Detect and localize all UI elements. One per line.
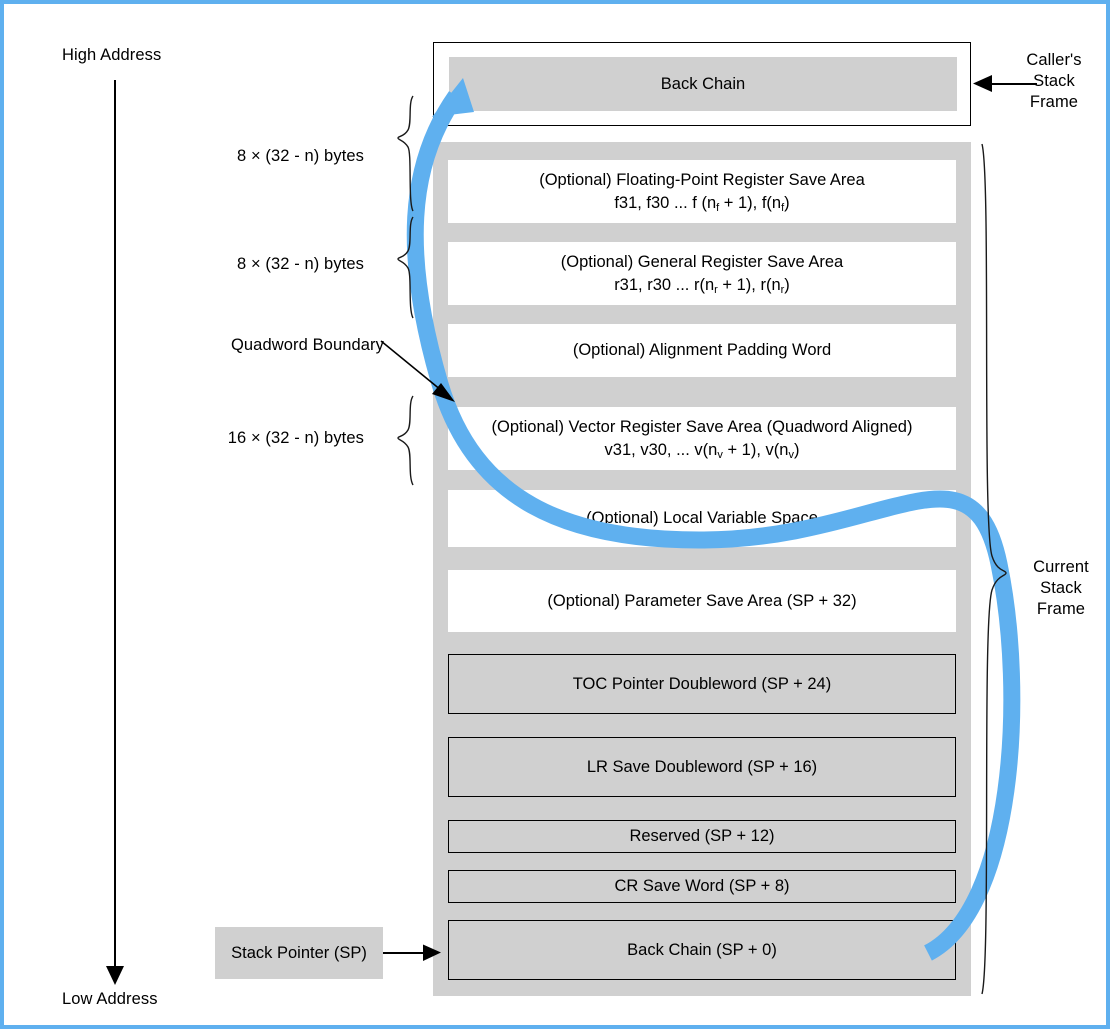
- quadword-boundary-label: Quadword Boundary: [230, 336, 384, 354]
- current-back-chain-line1: Back Chain (SP + 0): [627, 940, 777, 959]
- gpr-save-area-slot: (Optional) General Register Save Area r3…: [448, 242, 956, 305]
- parameter-save-area-line1: (Optional) Parameter Save Area (SP + 32): [547, 591, 857, 610]
- current-stack-frame-box: (Optional) Floating-Point Register Save …: [433, 142, 971, 996]
- vector-register-save-area-slot: (Optional) Vector Register Save Area (Qu…: [448, 407, 956, 470]
- address-axis-arrowhead: [106, 966, 124, 985]
- current-stack-frame-brace: [981, 143, 1007, 995]
- cr-save-word-line1: CR Save Word (SP + 8): [614, 877, 790, 895]
- cr-save-word-slot: CR Save Word (SP + 8): [448, 870, 956, 903]
- fpr-size-brace: [397, 95, 414, 212]
- high-address-label: High Address: [62, 46, 162, 64]
- vr-size-label: 16 × (32 - n) bytes: [227, 429, 364, 447]
- fpr-save-area-slot: (Optional) Floating-Point Register Save …: [448, 160, 956, 223]
- address-axis-line: [114, 80, 116, 972]
- gpr-save-area-line1: (Optional) General Register Save Area: [560, 252, 844, 271]
- fpr-size-label: 8 × (32 - n) bytes: [237, 147, 364, 165]
- reserved-word-line1: Reserved (SP + 12): [629, 827, 775, 845]
- caller-stack-frame-box: Back Chain: [433, 42, 971, 126]
- toc-pointer-doubleword-slot: TOC Pointer Doubleword (SP + 24): [448, 654, 956, 714]
- gpr-save-area-line2: r31, r30 ... r(nr + 1), r(nr): [614, 275, 790, 296]
- current-back-chain-slot: Back Chain (SP + 0): [448, 920, 956, 980]
- stack-pointer-box: Stack Pointer (SP): [215, 927, 383, 979]
- vector-register-save-area-line1: (Optional) Vector Register Save Area (Qu…: [491, 417, 913, 436]
- local-variable-space-line1: (Optional) Local Variable Space: [586, 509, 818, 527]
- low-address-label: Low Address: [62, 990, 158, 1008]
- vr-size-brace: [397, 395, 414, 486]
- gpr-size-label: 8 × (32 - n) bytes: [237, 255, 364, 273]
- alignment-padding-word-slot: (Optional) Alignment Padding Word: [448, 324, 956, 377]
- vector-register-save-area-line2: v31, v30, ... v(nv + 1), v(nv): [604, 440, 800, 461]
- gpr-size-brace: [397, 216, 414, 319]
- caller-back-chain-label: Back Chain: [660, 74, 746, 93]
- lr-save-doubleword-slot: LR Save Doubleword (SP + 16): [448, 737, 956, 797]
- caller-frame-pointer-line: [989, 83, 1037, 85]
- alignment-padding-word-line1: (Optional) Alignment Padding Word: [572, 341, 832, 359]
- lr-save-doubleword-line1: LR Save Doubleword (SP + 16): [586, 757, 818, 776]
- stack-pointer-label: Stack Pointer (SP): [231, 943, 367, 962]
- reserved-word-slot: Reserved (SP + 12): [448, 820, 956, 853]
- parameter-save-area-slot: (Optional) Parameter Save Area (SP + 32): [448, 570, 956, 632]
- fpr-save-area-line1: (Optional) Floating-Point Register Save …: [539, 170, 865, 189]
- caller-frame-arrowhead: [973, 75, 992, 92]
- local-variable-space-slot: (Optional) Local Variable Space: [448, 490, 956, 547]
- fpr-save-area-line2: f31, f30 ... f (nf + 1), f(nf): [614, 193, 790, 214]
- toc-pointer-doubleword-line1: TOC Pointer Doubleword (SP + 24): [572, 674, 832, 693]
- stack-pointer-arrowhead: [423, 944, 441, 961]
- caller-back-chain-slot: Back Chain: [449, 57, 957, 111]
